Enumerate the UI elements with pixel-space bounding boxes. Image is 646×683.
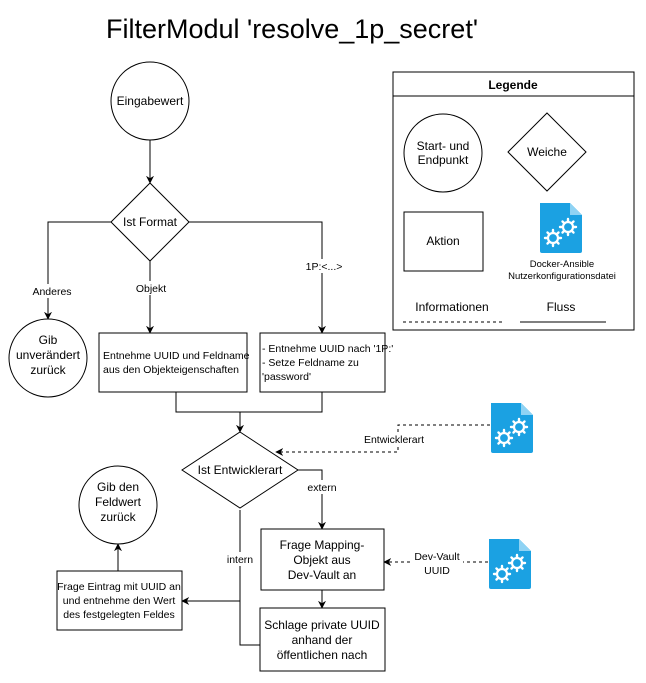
legend-box [392,71,635,331]
mapping-line-2: Objekt aus [293,553,350,567]
extract-1p-line-3: 'password' [262,371,311,383]
edge-label-entwicklerart: Entwicklerart [364,434,424,446]
private-uuid-line-1: Schlage private UUID [264,618,380,632]
dev-diamond [181,431,299,509]
edge-merge [175,392,323,413]
edge-label-other: Anderes [32,286,71,298]
legend-switch-shape [507,112,587,192]
return-unchanged-line-1: Gib [39,333,58,347]
private-uuid-box [259,607,386,672]
label-bg-1p [300,259,348,273]
edge-label-extern: extern [307,482,336,494]
node-extract-1p: - Entnehme UUID nach '1P:' - Setze Feldn… [259,332,393,393]
legend: Legende Start- und Endpunkt Weiche Aktio… [392,71,635,331]
label-bg-object [133,281,169,295]
legend-flow-label: Fluss [547,300,576,314]
extract-object-line-2: aus den Objekteigenschaften [103,364,239,376]
format-label: Ist Format [123,215,178,229]
node-fetch-entry: Frage Eintrag mit UUID an und entnehme d… [56,570,183,631]
return-field-line-3: zurück [100,510,136,524]
private-uuid-line-3: öffentlichen nach [277,648,368,662]
edge-format-other [44,221,111,320]
mapping-line-3: Dev-Vault an [288,568,356,582]
config-file-icon [487,537,533,591]
label-bg-entwicklerart [361,432,427,446]
legend-title: Legende [488,78,538,92]
info-edges [275,424,490,566]
return-unchanged-line-3: zurück [30,363,66,377]
fetch-entry-box [56,570,183,631]
edge-dev-intern [239,510,260,646]
fetch-entry-line-2: und entnehme den Wert [63,595,176,607]
fetch-entry-line-1: Frage Eintrag mit UUID an [57,581,181,593]
mapping-box [260,528,385,591]
start-label: Eingabewert [117,94,184,108]
edge-label-dev-vault-1: Dev-Vault [414,551,459,563]
node-return-field: Gib den Feldwert zurück [78,465,158,545]
edge-dev-extern [298,469,326,530]
config-file-icon [489,401,535,455]
legend-action-shape [403,211,484,272]
legend-config-file-label-1: Docker-Ansible [530,259,594,270]
extract-1p-line-1: - Entnehme UUID nach '1P:' [262,343,393,355]
return-field-line-1: Gib den [97,480,139,494]
fetch-entry-line-3: des festgelegten Feldes [63,609,175,621]
return-unchanged-circle [8,318,88,398]
start-circle [110,61,190,141]
legend-config-file-label-2: Nutzerkonfigurationsdatei [508,271,616,282]
node-extract-object: Entnehme UUID und Feldname aus den Objek… [98,332,250,393]
extract-1p-line-2: - Setze Feldname zu [262,357,359,369]
return-field-line-2: Feldwert [95,495,142,509]
config-file-icon [538,201,584,255]
edge-format-1p [189,221,326,334]
legend-action-label: Aktion [426,234,459,248]
extract-object-box [98,332,248,393]
label-bg-extern [304,480,340,494]
label-bg-intern [223,552,257,566]
diagram-title: FilterModul 'resolve_1p_secret' [106,14,478,44]
legend-information-label: Informationen [415,300,488,314]
label-bg-dev-vault [411,549,463,577]
legend-start-end-label-1: Start- und [417,139,470,153]
edge-labels: Anderes Objekt 1P:<...> extern intern En… [30,259,463,577]
node-private-uuid: Schlage private UUID anhand der öffentli… [259,607,386,672]
legend-switch-label: Weiche [527,145,567,159]
edge-label-dev-vault-2: UUID [424,565,450,577]
extract-object-line-1: Entnehme UUID und Feldname [103,350,250,362]
node-format-decision: Ist Format [110,182,190,262]
flow-edges [44,140,326,646]
dev-label: Ist Entwicklerart [198,463,283,477]
edge-label-object: Objekt [136,283,166,295]
label-bg-other [30,284,74,298]
node-return-unchanged: Gib unverändert zurück [8,318,88,398]
private-uuid-line-2: anhand der [292,633,353,647]
node-mapping: Frage Mapping- Objekt aus Dev-Vault an [260,528,385,591]
return-unchanged-line-2: unverändert [16,348,81,362]
mapping-line-1: Frage Mapping- [280,538,365,552]
extract-1p-box [259,332,386,393]
format-diamond [110,182,190,262]
node-start: Eingabewert [110,61,190,141]
node-dev-decision: Ist Entwicklerart [181,431,299,509]
edge-label-intern: intern [227,554,253,566]
edge-label-1p: 1P:<...> [306,261,343,273]
edge-entwicklerart-info [275,424,490,456]
return-field-circle [78,465,158,545]
legend-start-end-shape [403,113,483,193]
legend-start-end-label-2: Endpunkt [418,153,469,167]
